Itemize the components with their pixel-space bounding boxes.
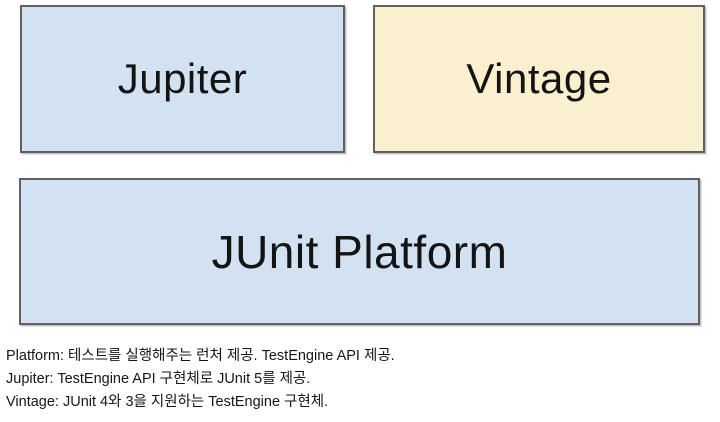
vintage-box: Vintage xyxy=(373,5,705,153)
vintage-box-label: Vintage xyxy=(466,55,612,102)
note-line-jupiter: Jupiter: TestEngine API 구현체로 JUnit 5를 제공… xyxy=(6,371,311,387)
note-line-vintage: Vintage: JUnit 4와 3을 지원하는 TestEngine 구현체… xyxy=(6,394,329,410)
description-notes: Platform: 테스트를 실행해주는 런처 제공. TestEngine A… xyxy=(6,345,395,414)
junit-platform-box-label: JUnit Platform xyxy=(211,225,508,278)
junit-platform-box: JUnit Platform xyxy=(19,178,700,325)
note-line-platform: Platform: 테스트를 실행해주는 런처 제공. TestEngine A… xyxy=(6,348,395,364)
jupiter-box: Jupiter xyxy=(20,5,345,153)
jupiter-box-label: Jupiter xyxy=(117,55,248,102)
